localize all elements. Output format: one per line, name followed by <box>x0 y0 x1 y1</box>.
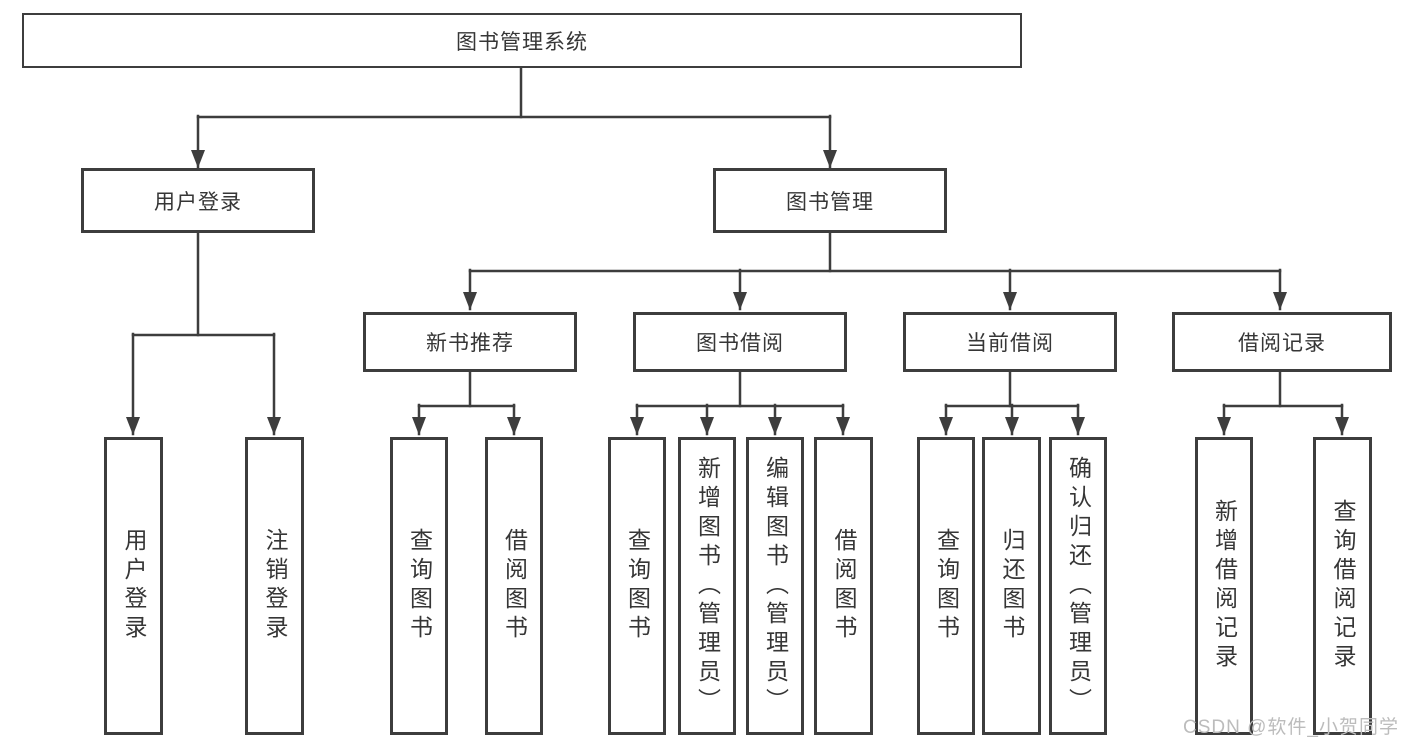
leaf-current-query-books: 查询图书 <box>917 437 975 735</box>
leaf-query-borrow-record: 查询借阅记录 <box>1313 437 1372 735</box>
leaf-recommend-borrow-books-label: 借阅图书 <box>501 528 528 644</box>
leaf-query-borrow-record-label: 查询借阅记录 <box>1330 499 1356 673</box>
node-book-borrowing: 图书借阅 <box>633 312 847 372</box>
leaf-user-login-label: 用户登录 <box>121 528 147 644</box>
leaf-recommend-query-books-label: 查询图书 <box>406 528 433 644</box>
leaf-current-query-books-label: 查询图书 <box>933 528 960 644</box>
node-user-login: 用户登录 <box>81 168 315 233</box>
watermark: CSDN @软件_小贺同学 <box>1183 717 1399 738</box>
leaf-add-books-admin-label: 新增图书（管理员） <box>694 455 721 717</box>
leaf-borrowing-query-books-label: 查询图书 <box>624 528 651 644</box>
leaf-add-borrow-record: 新增借阅记录 <box>1195 437 1253 735</box>
node-borrowing-records: 借阅记录 <box>1172 312 1392 372</box>
leaf-confirm-return-admin-label: 确认归还（管理员） <box>1065 455 1092 717</box>
node-current-borrowing: 当前借阅 <box>903 312 1117 372</box>
leaf-borrowing-borrow-books: 借阅图书 <box>814 437 873 735</box>
leaf-user-login: 用户登录 <box>104 437 163 735</box>
leaf-borrowing-query-books: 查询图书 <box>608 437 666 735</box>
leaf-return-books: 归还图书 <box>982 437 1041 735</box>
leaf-add-borrow-record-label: 新增借阅记录 <box>1211 499 1238 673</box>
leaf-edit-books-admin: 编辑图书（管理员） <box>746 437 804 735</box>
leaf-logout: 注销登录 <box>245 437 304 735</box>
leaf-edit-books-admin-label: 编辑图书（管理员） <box>762 455 789 717</box>
leaf-logout-label: 注销登录 <box>262 528 288 644</box>
leaf-add-books-admin: 新增图书（管理员） <box>678 437 736 735</box>
node-library-management-system: 图书管理系统 <box>22 13 1022 68</box>
leaf-confirm-return-admin: 确认归还（管理员） <box>1049 437 1107 735</box>
node-book-management: 图书管理 <box>713 168 947 233</box>
leaf-return-books-label: 归还图书 <box>999 528 1025 644</box>
leaf-borrowing-borrow-books-label: 借阅图书 <box>831 528 857 644</box>
leaf-recommend-borrow-books: 借阅图书 <box>485 437 543 735</box>
node-new-book-recommendation: 新书推荐 <box>363 312 577 372</box>
leaf-recommend-query-books: 查询图书 <box>390 437 448 735</box>
